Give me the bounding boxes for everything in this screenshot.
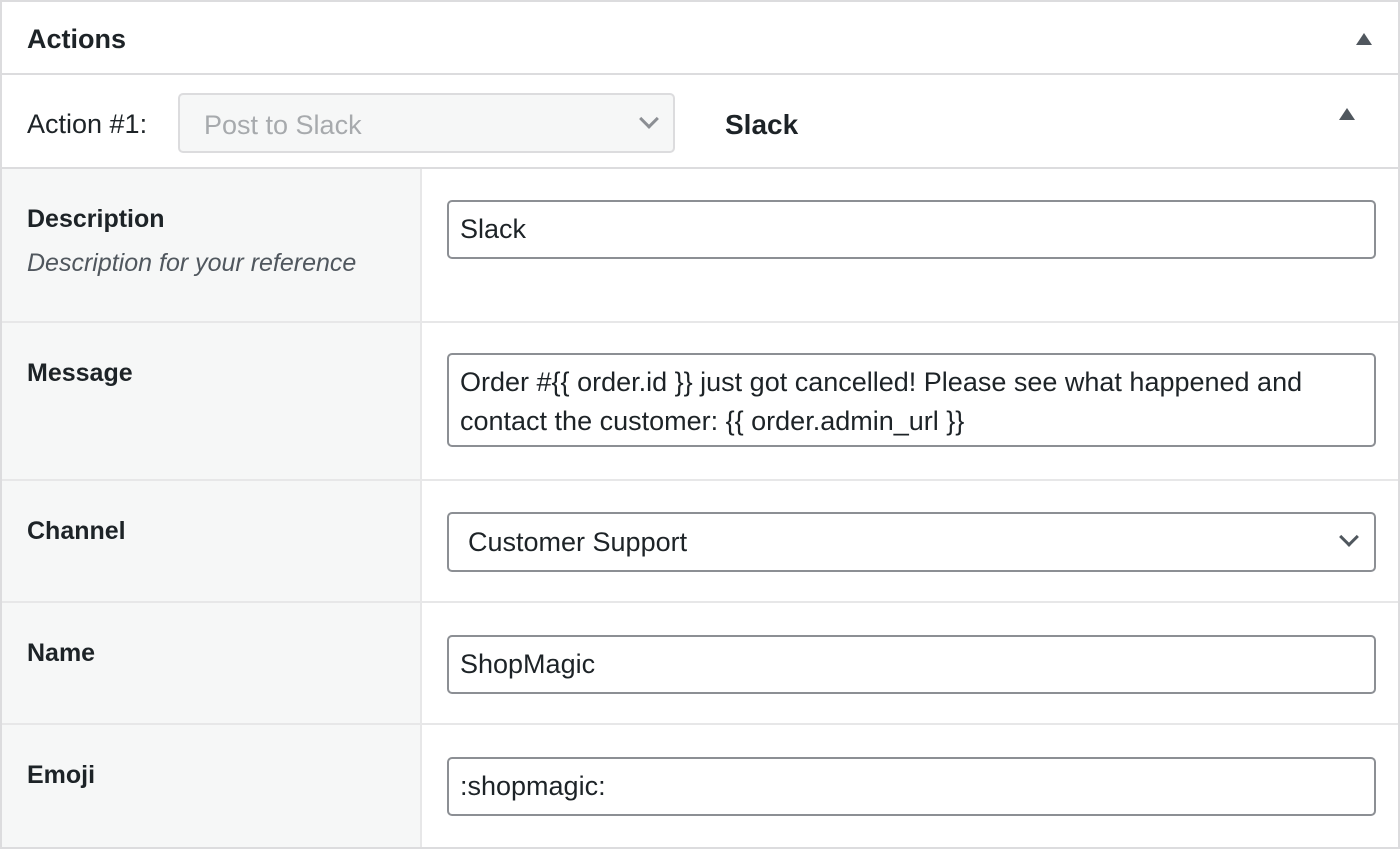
field-label-cell: Name: [2, 603, 422, 723]
field-label: Emoji: [27, 761, 96, 789]
field-label-cell: Channel: [2, 481, 422, 601]
action-name: Slack: [725, 109, 799, 140]
field-label-cell: Description Description for your referen…: [2, 169, 422, 321]
channel-select[interactable]: Customer Support: [447, 512, 1376, 572]
triangle-up-icon[interactable]: [1339, 108, 1355, 120]
panel-header[interactable]: Actions: [2, 2, 1398, 75]
field-label-cell: Emoji: [2, 725, 422, 847]
action-label: Action #1:: [27, 109, 148, 139]
description-input[interactable]: [447, 200, 1376, 259]
channel-selected: Customer Support: [468, 527, 688, 557]
action-row: Action #1: Post to Slack Slack: [2, 75, 1398, 169]
field-row-message: Message Order #{{ order.id }} just got c…: [2, 323, 1398, 481]
chevron-down-icon: [639, 109, 659, 129]
field-label: Name: [27, 639, 96, 667]
field-row-name: Name: [2, 603, 1398, 725]
emoji-input[interactable]: [447, 757, 1376, 816]
action-type-selected: Post to Slack: [204, 110, 362, 140]
field-label: Message: [27, 359, 133, 387]
triangle-up-icon[interactable]: [1356, 33, 1372, 45]
action-type-select[interactable]: Post to Slack: [178, 93, 675, 153]
field-row-channel: Channel Customer Support: [2, 481, 1398, 603]
field-label: Description: [27, 205, 165, 233]
message-textarea[interactable]: Order #{{ order.id }} just got cancelled…: [447, 353, 1376, 447]
panel-title: Actions: [27, 24, 127, 54]
field-row-emoji: Emoji: [2, 725, 1398, 847]
field-row-description: Description Description for your referen…: [2, 169, 1398, 323]
field-label: Channel: [27, 517, 126, 545]
field-label-cell: Message: [2, 323, 422, 479]
name-input[interactable]: [447, 635, 1376, 694]
chevron-down-icon: [1339, 527, 1359, 547]
field-help: Description for your reference: [27, 249, 357, 277]
